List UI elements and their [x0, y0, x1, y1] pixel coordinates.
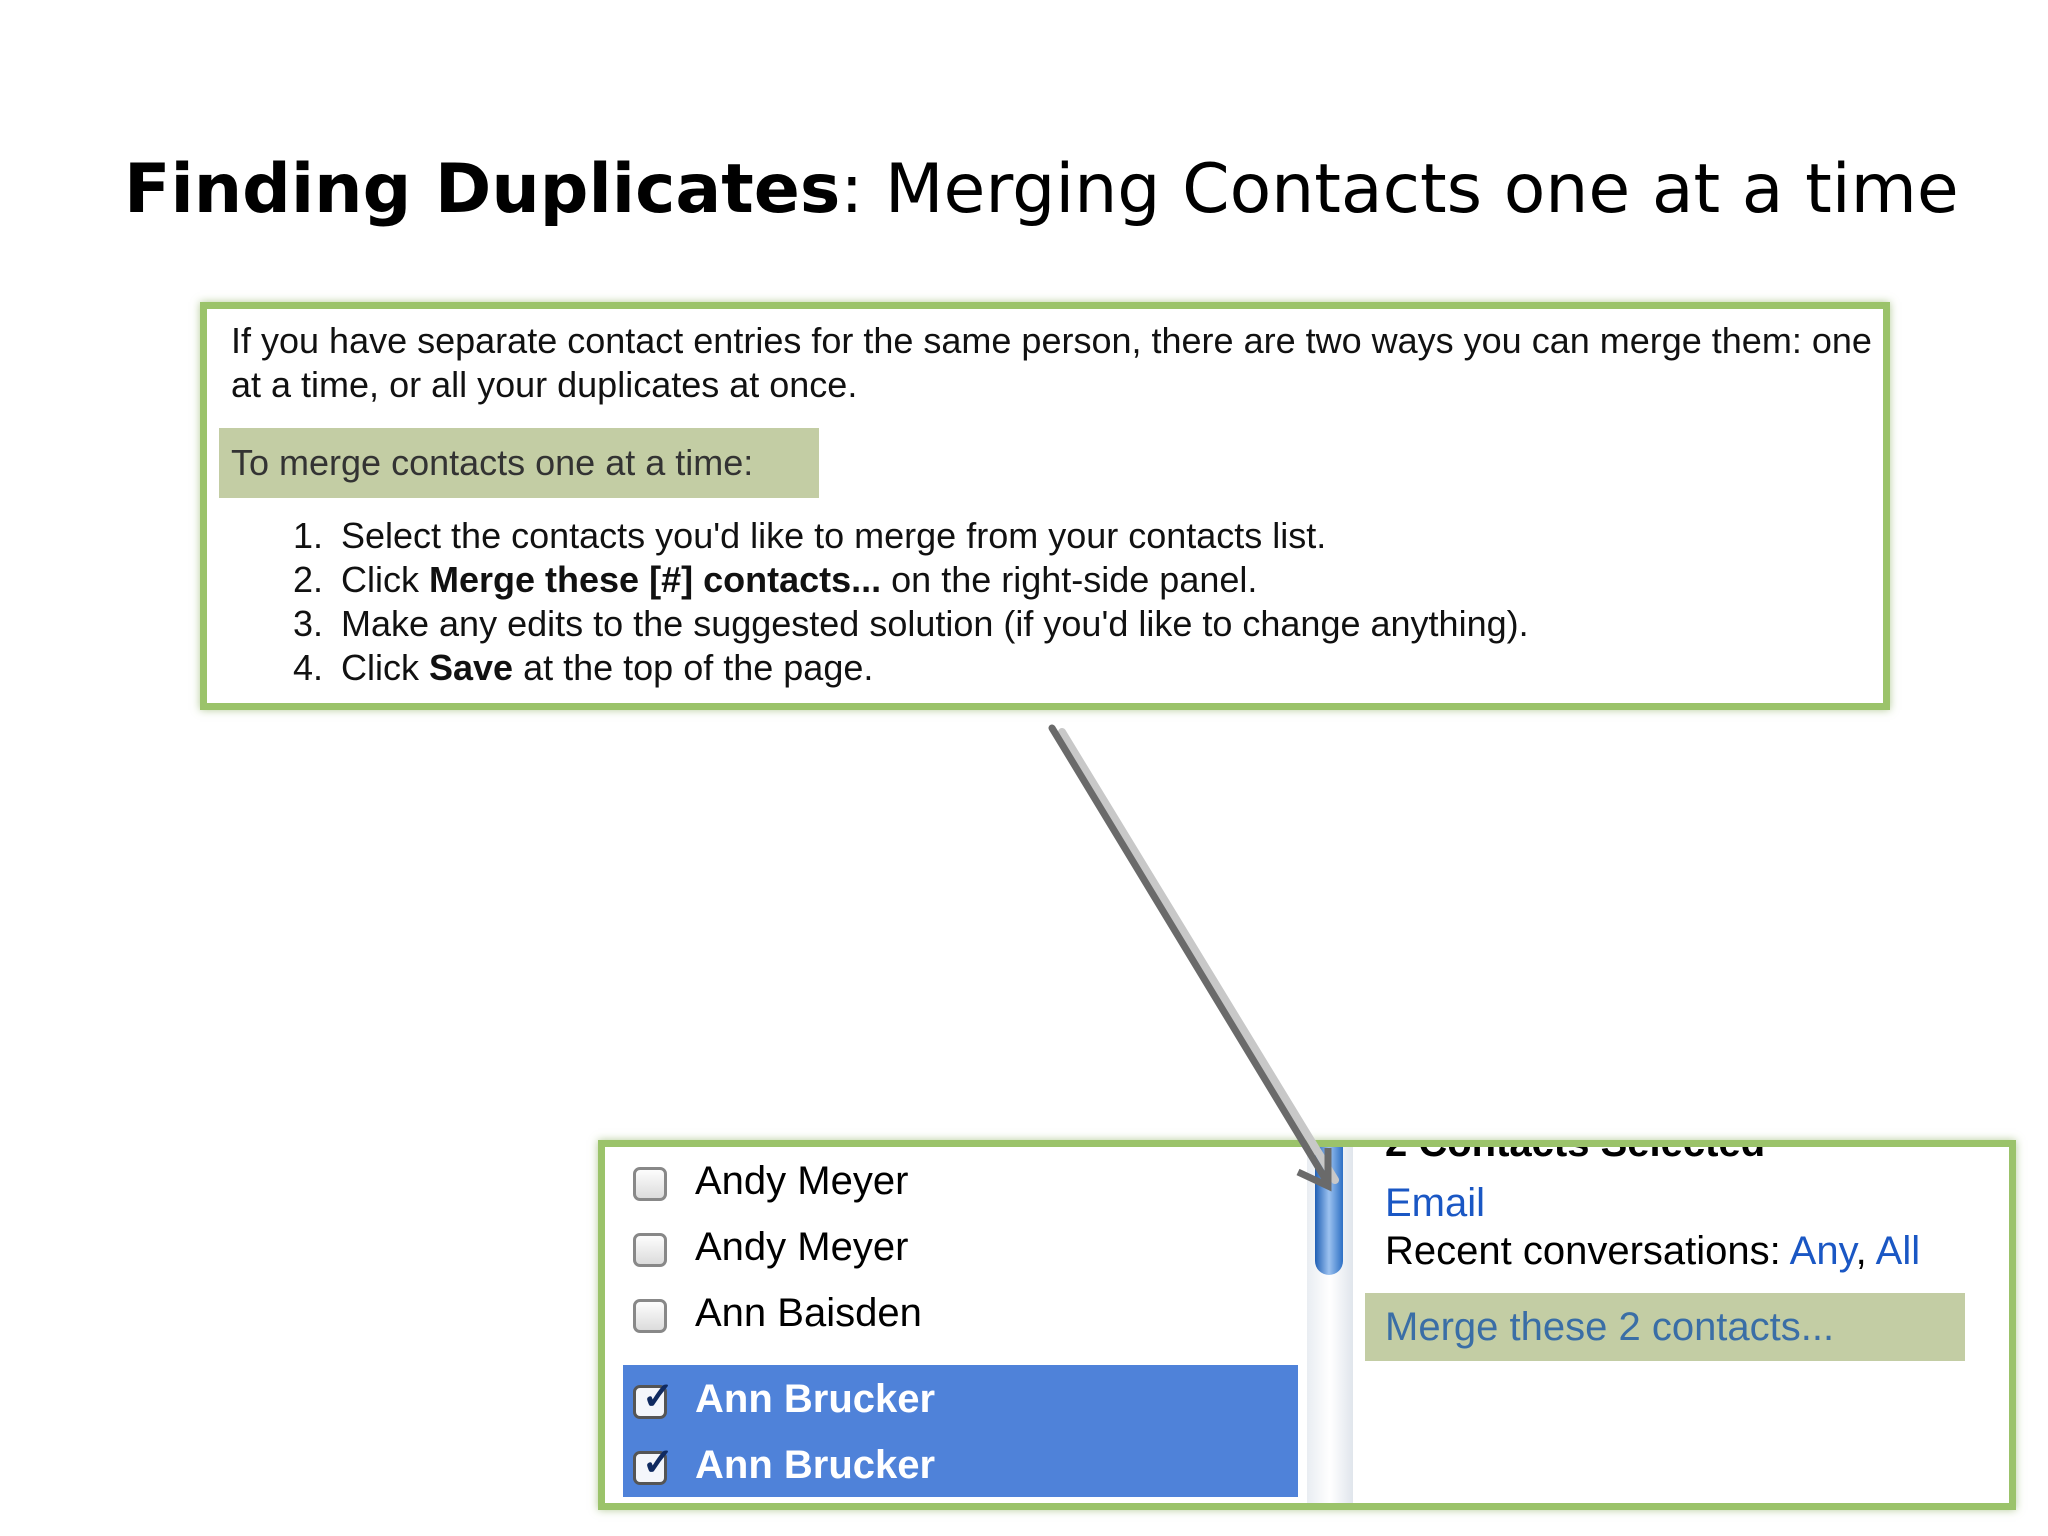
contact-row[interactable]: Andy Meyer	[623, 1213, 1298, 1279]
recent-label: Recent conversations:	[1385, 1229, 1790, 1273]
contact-name[interactable]: Ann Brucker	[695, 1443, 936, 1487]
step-number: 2.	[292, 559, 323, 600]
step-number: 1.	[292, 515, 323, 556]
step-text: Click	[341, 559, 429, 600]
help-intro-text: If you have separate contact entries for…	[231, 320, 1872, 405]
recent-conversations: Recent conversations: Any, All	[1385, 1229, 1920, 1274]
email-link[interactable]: Email	[1385, 1181, 1486, 1225]
contact-name[interactable]: Ann Baisden	[695, 1291, 922, 1335]
contact-checkbox[interactable]	[633, 1233, 667, 1267]
slide-title-bold: Finding Duplicates	[124, 150, 841, 229]
step-text: Make any edits to the suggested solution…	[341, 603, 1529, 644]
step-text-bold: Save	[429, 647, 514, 688]
contact-name[interactable]: Andy Meyer	[695, 1225, 909, 1269]
step-text-after: at the top of the page.	[513, 647, 874, 688]
merge-highlight-bar: Merge these 2 contacts...	[1365, 1293, 1965, 1361]
step-item: 3. Make any edits to the suggested soluti…	[267, 602, 1867, 646]
recent-separator: ,	[1855, 1229, 1876, 1273]
step-item: 1. Select the contacts you'd like to merg…	[267, 514, 1867, 558]
contact-row[interactable]: Andy Meyer	[623, 1147, 1298, 1213]
step-text-after: on the right-side panel.	[881, 559, 1258, 600]
step-item: 2. Click Merge these [#] contacts... on t…	[267, 558, 1867, 602]
steps-list: 1. Select the contacts you'd like to merg…	[267, 514, 1867, 690]
step-item: 4. Click Save at the top of the page.	[267, 646, 1867, 690]
help-subheading: To merge contacts one at a time:	[219, 428, 819, 498]
contact-row-selected[interactable]: ✓ Ann Brucker	[623, 1365, 1298, 1431]
step-text-bold: Merge these [#] contacts...	[429, 559, 882, 600]
contact-name[interactable]: Andy Meyer	[695, 1159, 909, 1203]
contact-name[interactable]: Ann Brucker	[695, 1377, 936, 1421]
help-excerpt-box: If you have separate contact entries for…	[200, 302, 1890, 710]
step-text: Select the contacts you'd like to merge …	[341, 515, 1327, 556]
slide-title-rest: : Merging Contacts one at a time	[840, 150, 1959, 229]
contacts-list: Andy Meyer Andy Meyer Ann Baisden ✓ Ann …	[605, 1147, 1305, 1503]
selection-side-panel: 2 Contacts Selected Email Recent convers…	[1365, 1147, 2009, 1503]
recent-all-link[interactable]: All	[1875, 1229, 1921, 1273]
contact-checkbox[interactable]	[633, 1167, 667, 1201]
contact-checkbox-checked[interactable]: ✓	[633, 1376, 674, 1419]
contacts-scrollbar[interactable]	[1307, 1147, 1353, 1503]
recent-any-link[interactable]: Any	[1789, 1229, 1856, 1273]
step-number: 4.	[292, 647, 323, 688]
merge-contacts-link[interactable]: Merge these 2 contacts...	[1385, 1305, 1835, 1349]
contact-row[interactable]: Ann Baisden	[623, 1279, 1298, 1345]
checkmark-icon: ✓	[642, 1376, 674, 1418]
contacts-screenshot-box: Andy Meyer Andy Meyer Ann Baisden ✓ Ann …	[598, 1140, 2016, 1510]
slide-title: Finding Duplicates: Merging Contacts one…	[124, 150, 1959, 229]
contact-row-selected[interactable]: ✓ Ann Brucker	[623, 1431, 1298, 1497]
selection-heading: 2 Contacts Selected	[1385, 1140, 1766, 1165]
contact-checkbox-checked[interactable]: ✓	[633, 1442, 674, 1485]
step-text: Click	[341, 647, 429, 688]
step-number: 3.	[292, 603, 323, 644]
checkmark-icon: ✓	[642, 1442, 674, 1484]
contact-checkbox[interactable]	[633, 1299, 667, 1333]
